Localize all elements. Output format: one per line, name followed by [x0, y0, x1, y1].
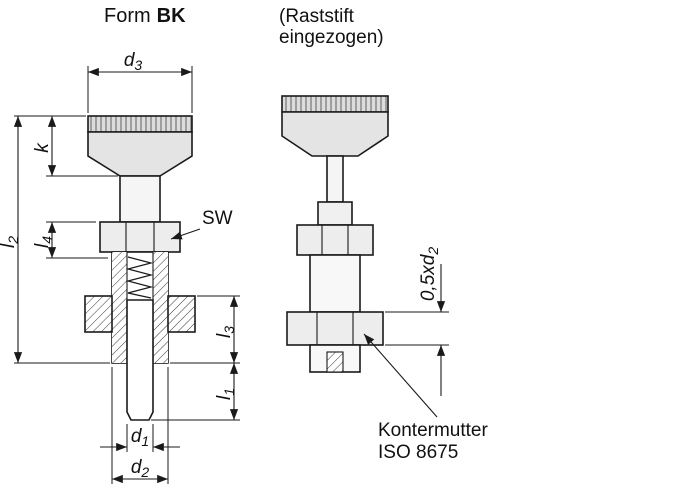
dimension-l3: l3 [170, 295, 240, 364]
state-note-line1: (Raststift [279, 6, 355, 27]
callout-sw: SW [170, 208, 233, 240]
dimension-k: k [32, 116, 118, 177]
right-figure-plunger-retracted [281, 95, 389, 373]
label-d1: d1 [131, 426, 149, 449]
mounting-nut-section-left [84, 295, 113, 333]
dimension-half-d2: 0,5xd2 [385, 247, 449, 396]
sleeve-wall-hatch-right [153, 252, 168, 363]
label-half-d2: 0,5xd2 [418, 247, 441, 301]
hex-collar [99, 221, 181, 253]
dimension-l4: l4 [32, 221, 108, 259]
dimension-l1: l1 [151, 363, 240, 421]
label-l2: l2 [0, 236, 21, 248]
knurled-cap [281, 95, 389, 113]
label-l1: l1 [214, 388, 237, 400]
locknut-label-line1: Kontermutter [378, 420, 488, 441]
pin-spindle [326, 155, 344, 203]
dimension-d2: d2 [111, 367, 169, 484]
label-l4: l4 [32, 236, 55, 248]
knob-body [281, 111, 389, 157]
left-figure-plunger-section [84, 115, 196, 421]
knurled-cap [87, 115, 193, 133]
locknut-callout: Kontermutter ISO 8675 [363, 333, 488, 463]
label-d3: d3 [124, 50, 143, 73]
locknut-leader-line [363, 333, 438, 418]
label-sw: SW [202, 208, 233, 229]
hex-collar [296, 224, 374, 256]
detent-pin [126, 299, 154, 421]
detent-spring [125, 256, 154, 299]
spindle-collar [317, 201, 353, 226]
state-note-line2: eingezogen) [279, 27, 384, 48]
knob-stem [119, 175, 161, 223]
dimension-d1: d1 [100, 424, 180, 452]
sw-leader-line [170, 228, 201, 240]
threaded-sleeve-upper [309, 254, 361, 313]
label-l3: l3 [214, 326, 237, 338]
knob-body [87, 131, 193, 177]
label-k: k [32, 142, 53, 153]
dimension-d3: d3 [87, 50, 193, 113]
locknut-label-line2: ISO 8675 [378, 442, 458, 463]
label-d2: d2 [131, 457, 150, 480]
pin-bore-detail [326, 351, 344, 373]
mounting-nut-section-right [167, 295, 196, 333]
sleeve-wall-hatch-left [112, 252, 127, 363]
